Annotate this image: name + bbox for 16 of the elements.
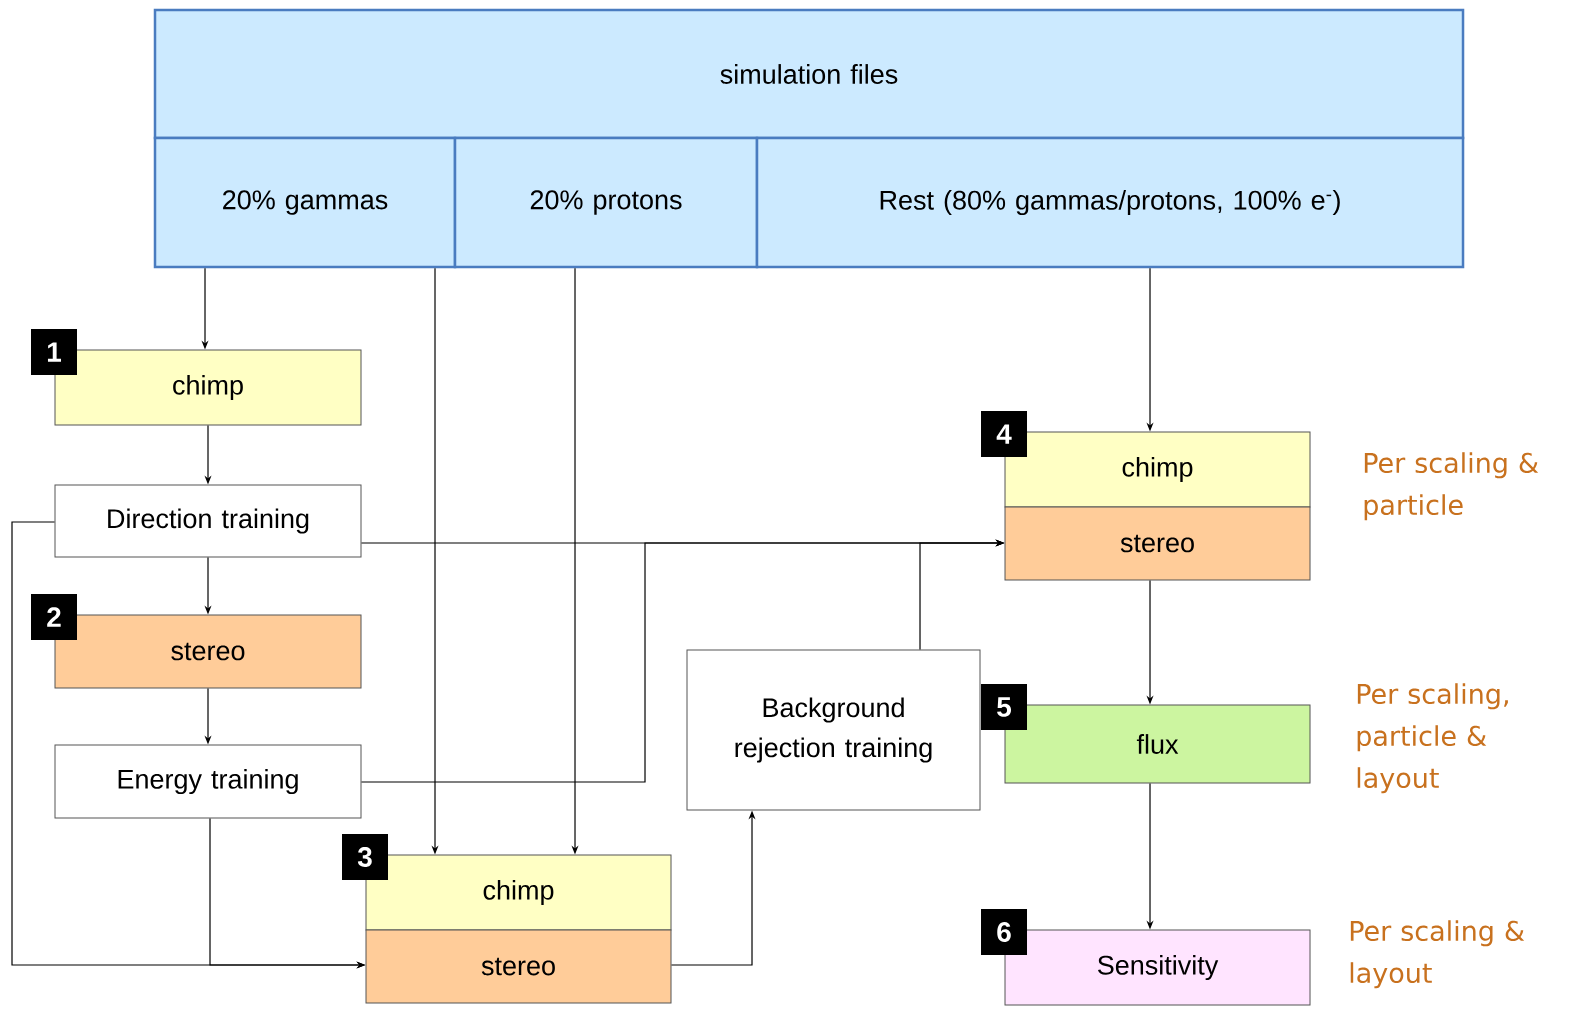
note-text: Per scaling & particle bbox=[1364, 452, 1539, 521]
note-text: Per scaling & layout bbox=[1350, 920, 1525, 989]
process-box: Direction training bbox=[54, 484, 362, 558]
process-box: Energy training bbox=[54, 744, 362, 819]
callout-number: 4 bbox=[981, 411, 1027, 457]
process-box: stereo bbox=[365, 929, 672, 1004]
callout-number: 5 bbox=[981, 684, 1027, 730]
callout-number: 2 bbox=[31, 594, 77, 640]
note-text: Per scaling, particle & layout bbox=[1357, 683, 1508, 794]
category-box: 20% protons bbox=[453, 136, 759, 269]
callout-number: 1 bbox=[31, 329, 77, 375]
callout-number: 3 bbox=[342, 834, 388, 880]
process-box: Background rejection training bbox=[686, 649, 981, 811]
process-box: stereo bbox=[1004, 506, 1311, 581]
category-box: 20% gammas bbox=[153, 136, 457, 269]
callout-number: 6 bbox=[981, 909, 1027, 955]
